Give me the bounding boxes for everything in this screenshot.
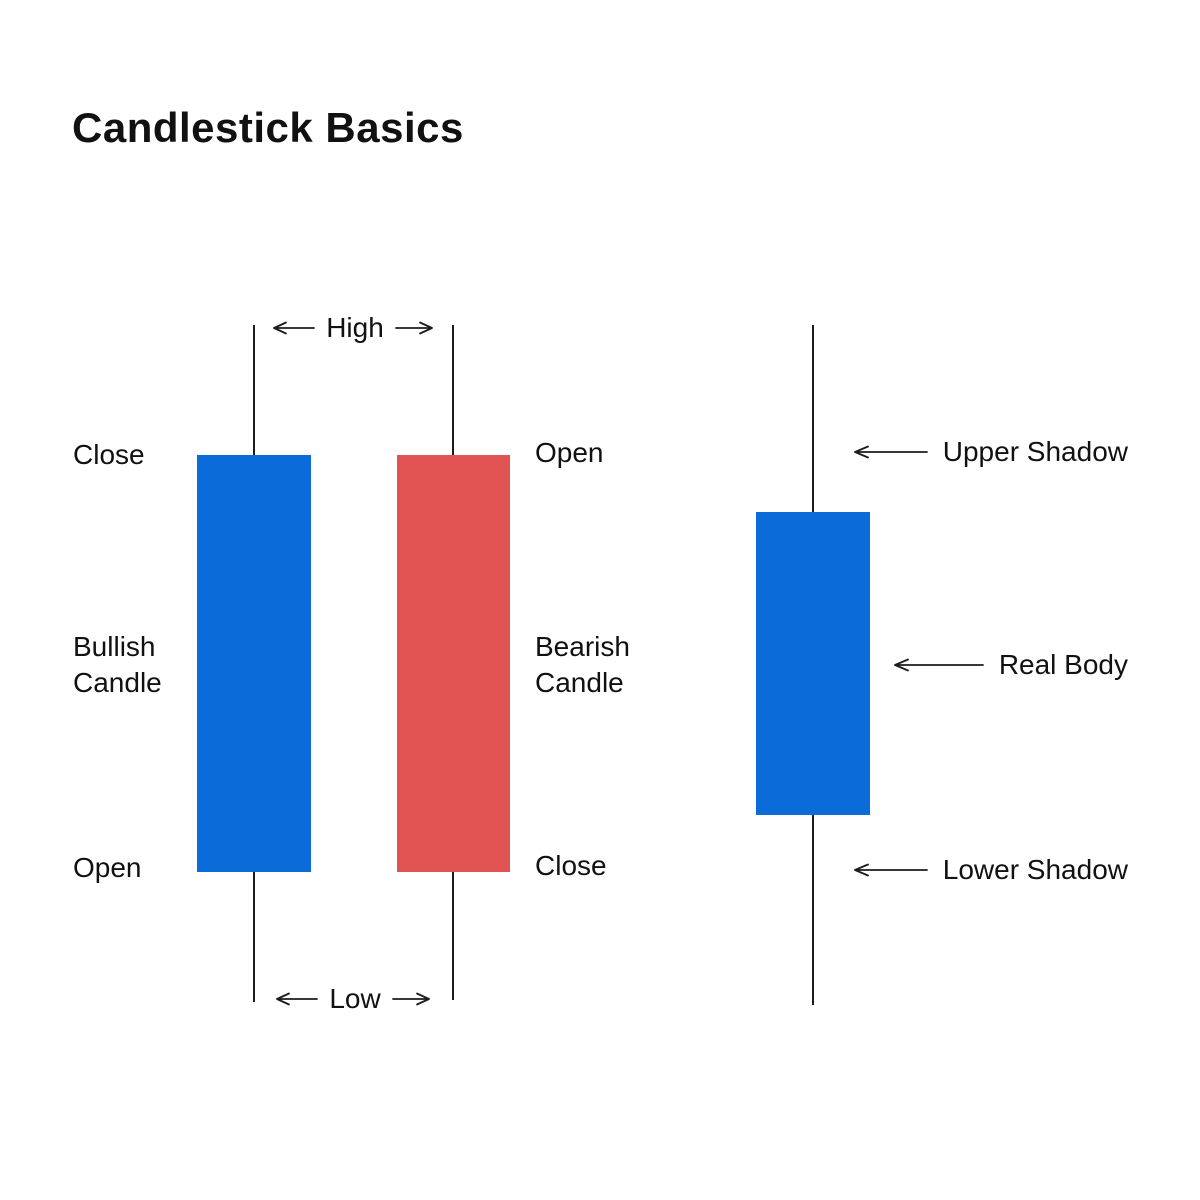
low-label: Low — [329, 983, 381, 1014]
bearish-close-label: Close — [535, 850, 607, 881]
lower-shadow-annotation: Lower Shadow — [853, 852, 1128, 888]
bullish-candle-name-line1: Bullish — [73, 631, 156, 662]
bullish-open-label: Open — [73, 852, 142, 883]
arrow-right-icon — [394, 321, 433, 335]
bullish-candle-body — [197, 455, 311, 872]
bearish-candle-name-line1: Bearish — [535, 631, 630, 662]
bearish-open-label: Open — [535, 437, 604, 468]
bullish-close-label: Close — [73, 439, 145, 470]
high-annotation: High — [252, 311, 454, 345]
bearish-candle-name-line2: Candle — [535, 667, 624, 698]
low-annotation: Low — [252, 982, 454, 1016]
real-body-annotation: Real Body — [893, 647, 1128, 683]
lower-shadow-label: Lower Shadow — [942, 854, 1128, 885]
upper-shadow-annotation: Upper Shadow — [853, 434, 1128, 470]
bearish-candle-name: Bearish Candle — [535, 629, 630, 701]
upper-shadow-label: Upper Shadow — [942, 436, 1128, 467]
real-body-label: Real Body — [998, 649, 1128, 680]
bullish-candle-name-line2: Candle — [73, 667, 162, 698]
bullish-lower-wick — [253, 872, 255, 1002]
bearish-candle-body — [397, 455, 510, 872]
anatomy-upper-shadow-wick — [812, 325, 814, 512]
bearish-lower-wick — [452, 872, 454, 1000]
bullish-upper-wick — [253, 325, 255, 455]
arrow-left-icon — [276, 992, 319, 1006]
arrow-left-icon — [893, 658, 984, 672]
arrow-left-icon — [853, 445, 928, 459]
bullish-candle-name: Bullish Candle — [73, 629, 162, 701]
arrow-right-icon — [391, 992, 430, 1006]
arrow-left-icon — [273, 321, 316, 335]
bearish-upper-wick — [452, 325, 454, 455]
high-label: High — [326, 312, 384, 343]
page-title: Candlestick Basics — [72, 104, 464, 151]
arrow-left-icon — [853, 863, 928, 877]
anatomy-lower-shadow-wick — [812, 815, 814, 1005]
anatomy-real-body — [756, 512, 870, 815]
